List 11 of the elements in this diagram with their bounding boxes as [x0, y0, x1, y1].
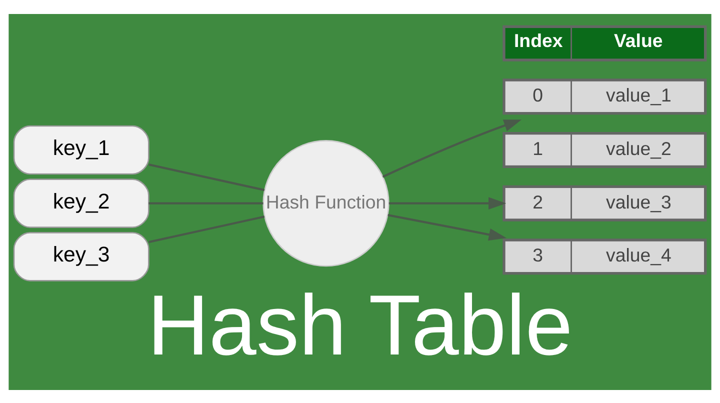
- connector: [148, 215, 265, 243]
- arrow: [388, 196, 506, 209]
- node-box: key_3: [13, 232, 150, 281]
- arrow: [382, 119, 522, 178]
- arrow: [388, 214, 506, 240]
- node-circle: Hash Function: [262, 140, 390, 266]
- diagram-title: Hash Table: [147, 278, 573, 373]
- connector: [148, 163, 265, 191]
- node-box: key_2: [13, 178, 150, 228]
- connector: [148, 202, 264, 204]
- node-box: key_1: [13, 124, 150, 174]
